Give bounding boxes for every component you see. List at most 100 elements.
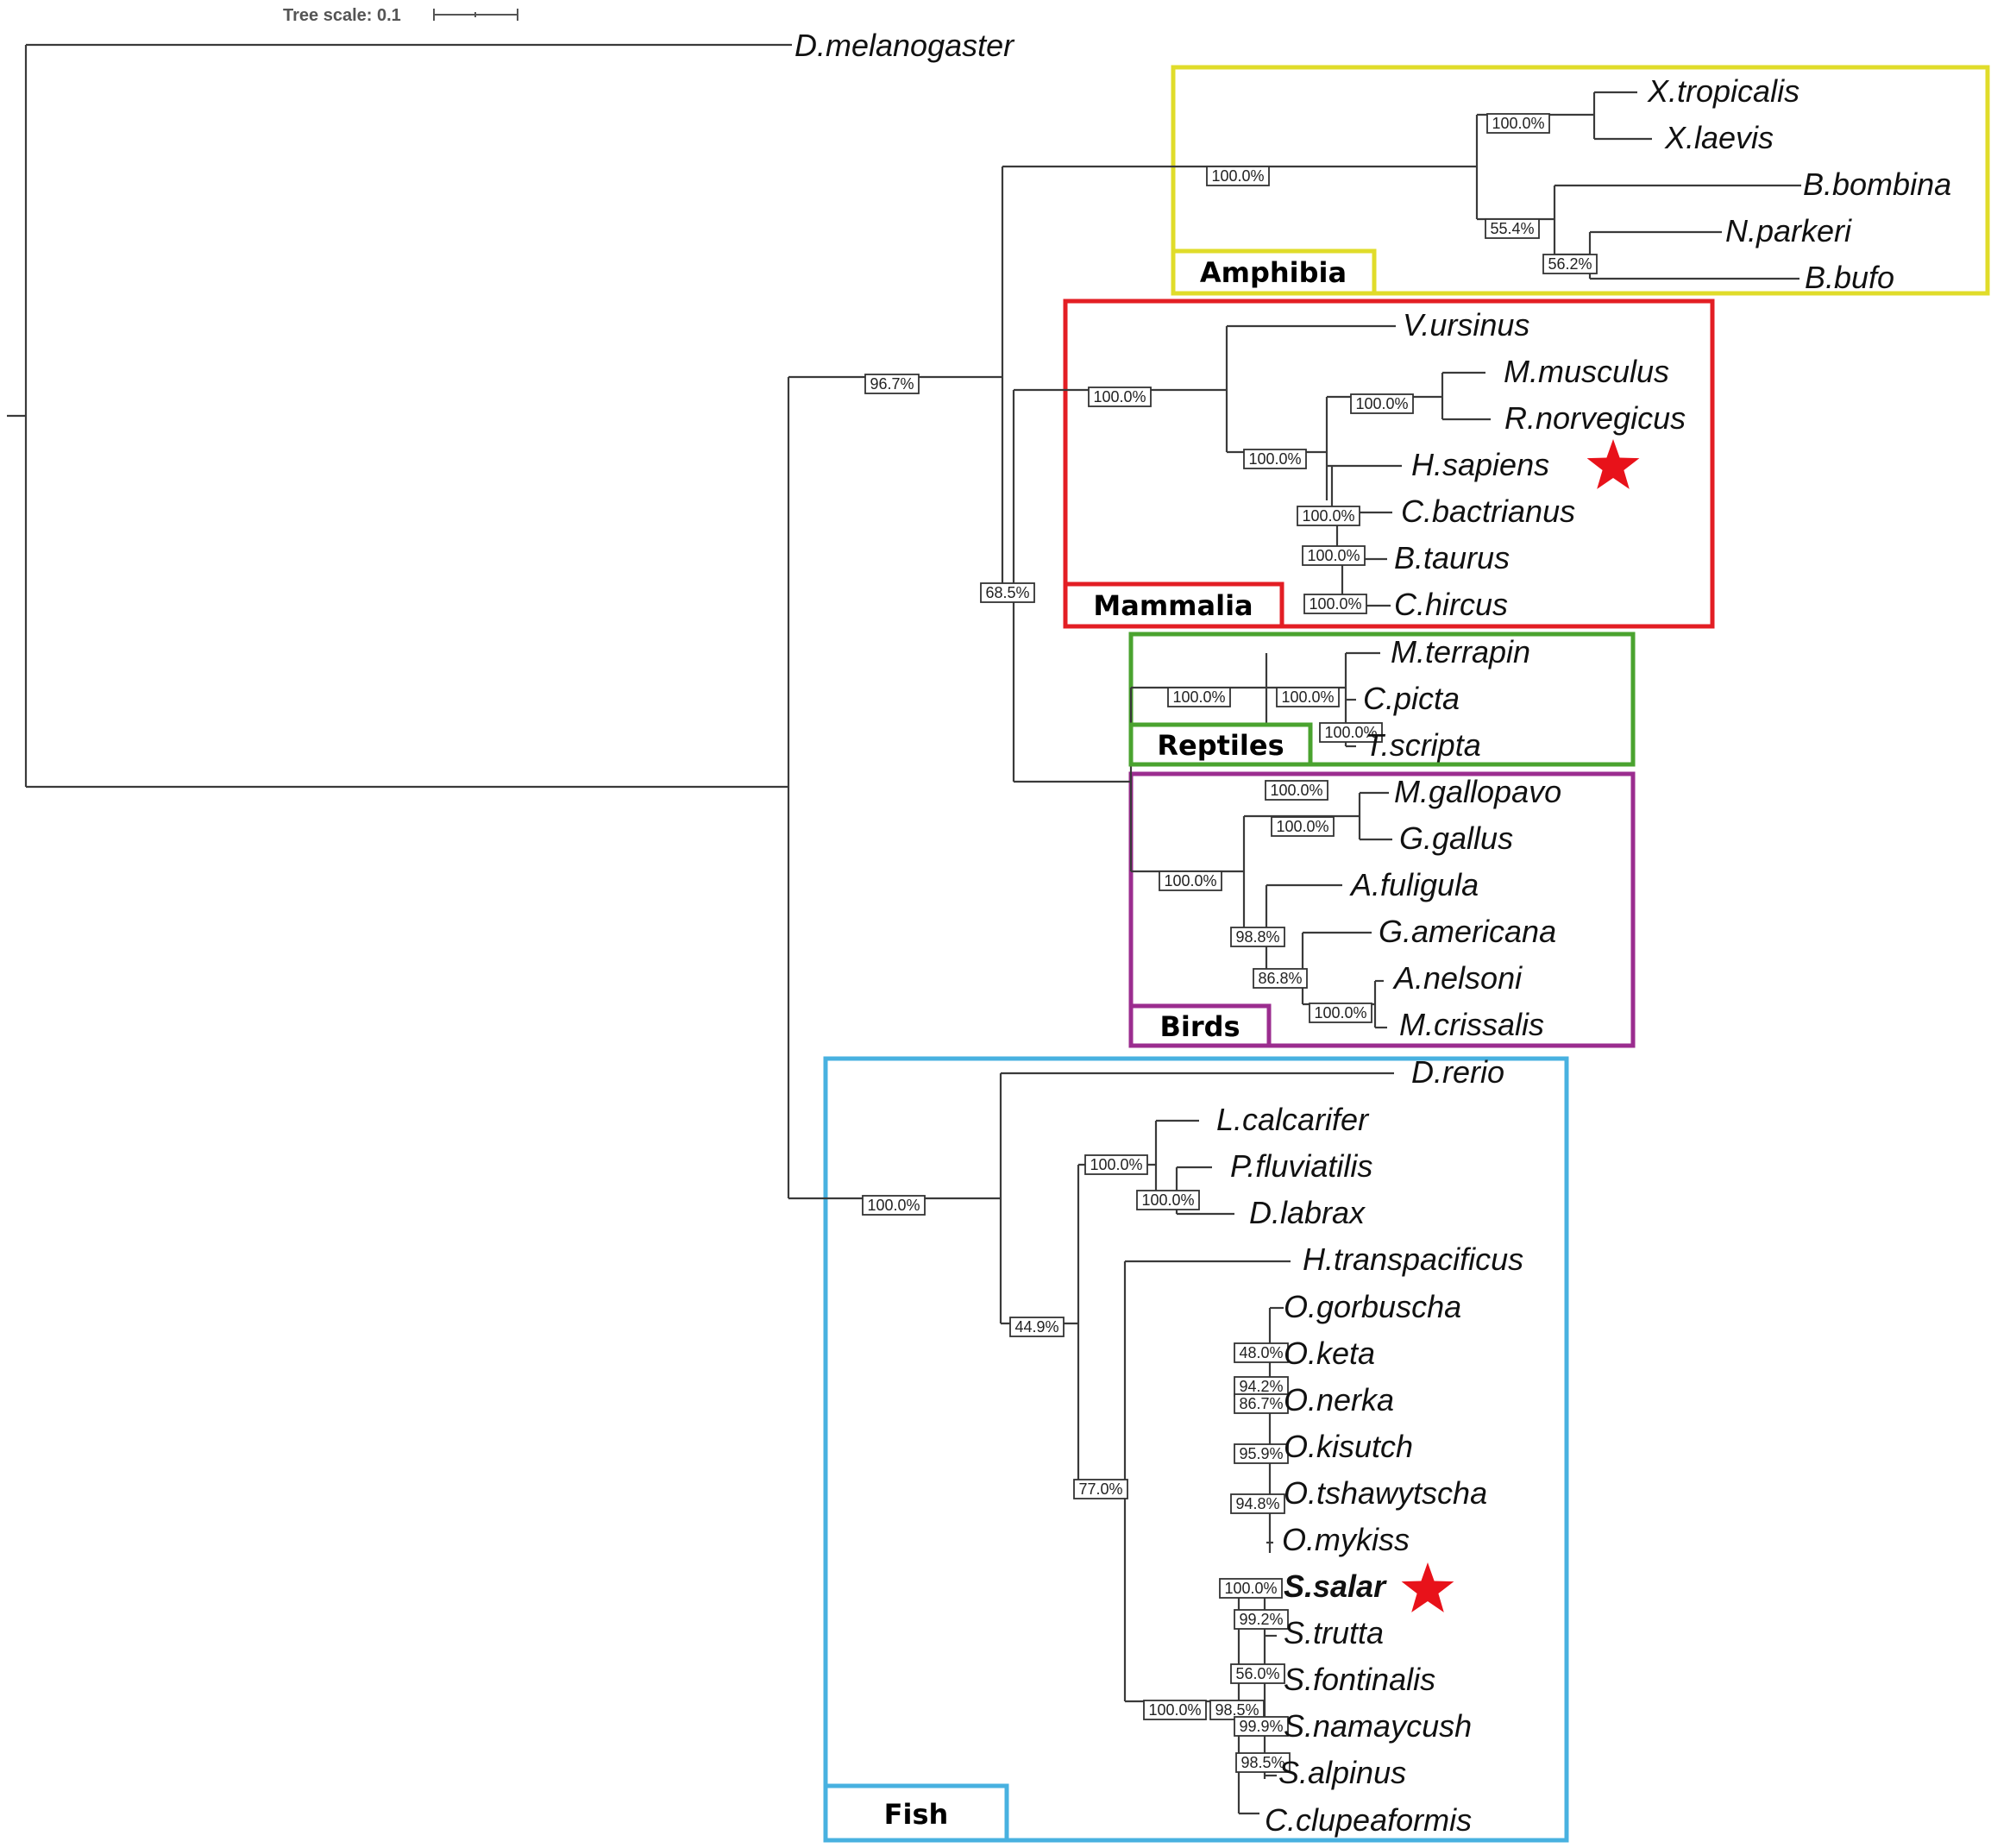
taxon-label-o-tshawytscha: O.tshawytscha xyxy=(1284,1475,1487,1511)
taxon-label-l-calcarifer: L.calcarifer xyxy=(1216,1102,1370,1137)
bootstrap-value: 44.9% xyxy=(1009,1317,1065,1337)
bootstrap-value: 98.8% xyxy=(1230,927,1285,947)
bootstrap-value: 55.4% xyxy=(1485,218,1540,239)
bootstrap-text: 99.9% xyxy=(1239,1718,1283,1735)
bootstrap-text: 100.0% xyxy=(1090,1156,1142,1173)
bootstrap-value: 56.2% xyxy=(1542,254,1598,274)
bootstrap-text: 100.0% xyxy=(1164,872,1216,889)
taxon-label-b-taurus: B.taurus xyxy=(1394,540,1510,575)
birds-tab: Birds xyxy=(1128,1003,1272,1048)
bootstrap-value: 100.0% xyxy=(1303,594,1367,614)
bootstrap-value: 100.0% xyxy=(1265,780,1328,801)
taxon-label-d-labrax: D.labrax xyxy=(1249,1195,1366,1230)
bootstrap-text: 98.8% xyxy=(1235,928,1279,946)
taxon-label-v-ursinus: V.ursinus xyxy=(1403,307,1529,343)
bootstrap-text: 100.0% xyxy=(1281,688,1334,706)
taxon-label-c-hircus: C.hircus xyxy=(1394,587,1508,622)
bootstrap-text: 100.0% xyxy=(1276,818,1328,835)
taxon-label-c-picta: C.picta xyxy=(1363,681,1460,716)
bootstrap-value: 68.5% xyxy=(980,582,1035,603)
bootstrap-value: 77.0% xyxy=(1073,1479,1128,1499)
bootstrap-text: 55.4% xyxy=(1490,220,1534,237)
birds-frame xyxy=(1128,771,1636,1048)
bootstrap-value: 94.2% xyxy=(1234,1376,1289,1397)
taxon-label-s-trutta: S.trutta xyxy=(1284,1615,1384,1650)
highlight-star-icon xyxy=(1586,439,1640,489)
taxon-label-s-alpinus: S.alpinus xyxy=(1278,1755,1406,1790)
taxon-label-p-fluviatilis: P.fluviatilis xyxy=(1230,1148,1372,1184)
taxon-label-a-fuligula: A.fuligula xyxy=(1349,867,1479,902)
bootstrap-value: 100.0% xyxy=(1276,687,1340,707)
bootstrap-text: 100.0% xyxy=(1211,167,1264,185)
bootstrap-labels: 96.7% 100.0% 100.0% 55.4% 56.2% 68.5% 100.0% 10… xyxy=(862,113,1598,1773)
bootstrap-value: 100.0% xyxy=(1136,1190,1200,1210)
bootstrap-value: 56.0% xyxy=(1230,1663,1285,1684)
bootstrap-value: 48.0% xyxy=(1234,1342,1289,1363)
tree-scale-label: Tree scale: 0.1 xyxy=(283,6,401,25)
bootstrap-text: 98.5% xyxy=(1240,1754,1284,1771)
fish-tab: Fish xyxy=(823,1783,1009,1843)
mammalia-label: Mammalia xyxy=(1093,589,1253,622)
bootstrap-text: 98.5% xyxy=(1215,1701,1259,1719)
taxon-label-m-gallopavo: M.gallopavo xyxy=(1394,774,1561,809)
mammalia-frame xyxy=(1063,299,1715,629)
bootstrap-text: 100.0% xyxy=(1355,395,1408,412)
group-tabs: Amphibia Mammalia Reptiles Birds Fish xyxy=(823,248,1377,1843)
reptiles-label: Reptiles xyxy=(1157,729,1284,762)
bootstrap-text: 100.0% xyxy=(1224,1580,1277,1597)
taxon-label-h-transpacificus: H.transpacificus xyxy=(1303,1241,1523,1277)
taxon-label-g-gallus: G.gallus xyxy=(1399,820,1513,856)
bootstrap-text: 96.7% xyxy=(870,375,914,393)
bootstrap-value: 100.0% xyxy=(1219,1578,1283,1599)
taxon-label-b-bombina: B.bombina xyxy=(1803,167,1951,202)
bootstrap-value: 100.0% xyxy=(1243,449,1307,469)
bootstrap-text: 100.0% xyxy=(1148,1701,1201,1719)
bootstrap-value: 98.5% xyxy=(1235,1752,1291,1773)
reptiles-tab: Reptiles xyxy=(1128,722,1313,767)
taxon-label-a-nelsoni: A.nelsoni xyxy=(1392,960,1523,996)
taxon-label-c-bactrianus: C.bactrianus xyxy=(1401,493,1575,529)
bootstrap-value: 100.0% xyxy=(1084,1154,1148,1175)
bootstrap-value: 100.0% xyxy=(862,1195,926,1216)
bootstrap-value: 100.0% xyxy=(1167,687,1231,707)
bootstrap-text: 100.0% xyxy=(1172,688,1225,706)
bootstrap-text: 94.8% xyxy=(1235,1495,1279,1512)
taxon-label-m-crissalis: M.crissalis xyxy=(1399,1007,1544,1042)
taxon-label-g-americana: G.americana xyxy=(1379,914,1556,949)
bootstrap-value: 100.0% xyxy=(1206,166,1270,186)
bootstrap-value: 100.0% xyxy=(1350,393,1414,414)
bootstrap-text: 100.0% xyxy=(1248,450,1301,468)
taxon-label-o-mykiss: O.mykiss xyxy=(1282,1522,1410,1557)
highlight-star-icon xyxy=(1401,1562,1454,1612)
bootstrap-text: 86.8% xyxy=(1258,970,1302,987)
bootstrap-text: 99.2% xyxy=(1239,1611,1283,1628)
taxon-label-d-melanogaster: D.melanogaster xyxy=(795,28,1015,63)
fish-frame xyxy=(823,1056,1569,1843)
bootstrap-text: 56.2% xyxy=(1548,255,1592,273)
birds-label: Birds xyxy=(1159,1010,1240,1043)
bootstrap-text: 100.0% xyxy=(1093,388,1146,405)
bootstrap-value: 100.0% xyxy=(1309,1003,1372,1023)
taxon-label-t-scripta: T.scripta xyxy=(1365,727,1481,763)
bootstrap-text: 86.7% xyxy=(1239,1395,1283,1412)
bootstrap-value: 100.0% xyxy=(1297,506,1360,526)
taxon-label-s-salar: S.salar xyxy=(1284,1568,1387,1604)
bootstrap-text: 56.0% xyxy=(1235,1665,1279,1682)
bootstrap-value: 100.0% xyxy=(1159,871,1222,891)
taxon-label-m-terrapin: M.terrapin xyxy=(1391,634,1530,669)
taxon-label-c-clupeaformis: C.clupeaformis xyxy=(1265,1802,1472,1838)
taxon-label-o-gorbuscha: O.gorbuscha xyxy=(1284,1289,1461,1324)
taxon-label-r-norvegicus: R.norvegicus xyxy=(1504,400,1686,436)
taxa-labels: D.melanogasterX.tropicalisX.laevisB.bomb… xyxy=(795,28,1951,1838)
bootstrap-text: 48.0% xyxy=(1239,1344,1283,1361)
taxon-label-x-tropicalis: X.tropicalis xyxy=(1647,73,1799,109)
taxon-label-h-sapiens: H.sapiens xyxy=(1411,447,1549,482)
bootstrap-text: 100.0% xyxy=(1141,1191,1194,1209)
bootstrap-value: 100.0% xyxy=(1486,113,1550,134)
amphibia-label: Amphibia xyxy=(1200,256,1347,289)
bootstrap-value: 86.7% xyxy=(1234,1393,1289,1414)
group-frames xyxy=(823,65,1990,1843)
bootstrap-text: 68.5% xyxy=(985,584,1029,601)
taxon-label-o-keta: O.keta xyxy=(1284,1336,1375,1371)
